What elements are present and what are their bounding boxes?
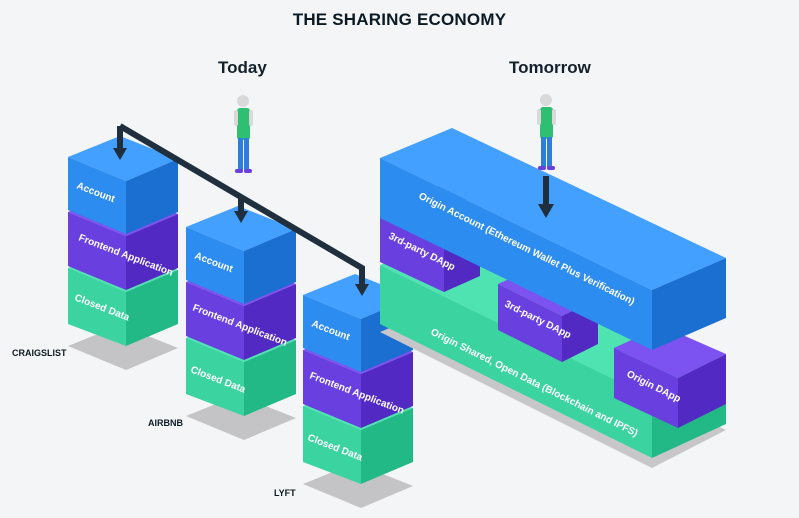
lyft-stack: Closed Data Frontend Application Account… (274, 274, 413, 508)
stack-shadow (303, 463, 413, 508)
person-icon (537, 94, 556, 170)
craigslist-stack: Closed Data Frontend Application Account… (12, 136, 178, 370)
arrow-shaft (543, 176, 549, 206)
tomorrow-stack: Origin Shared, Open Data (Blockchain and… (380, 128, 726, 468)
airbnb-stack: Closed Data Frontend Application Account… (148, 206, 296, 440)
page-title: THE SHARING ECONOMY (292, 10, 507, 29)
stack-name: CRAIGSLIST (12, 348, 67, 358)
arrow-heads (113, 148, 369, 296)
today-user-arrow (117, 123, 365, 286)
stack-name: LYFT (274, 488, 296, 498)
person-icon (234, 95, 253, 173)
stack-shadow (68, 325, 178, 370)
section-title-today: Today (218, 58, 267, 77)
arrow-head (538, 204, 554, 218)
stack-name: AIRBNB (148, 418, 183, 428)
stack-shadow (186, 395, 296, 440)
section-title-tomorrow: Tomorrow (509, 58, 591, 77)
